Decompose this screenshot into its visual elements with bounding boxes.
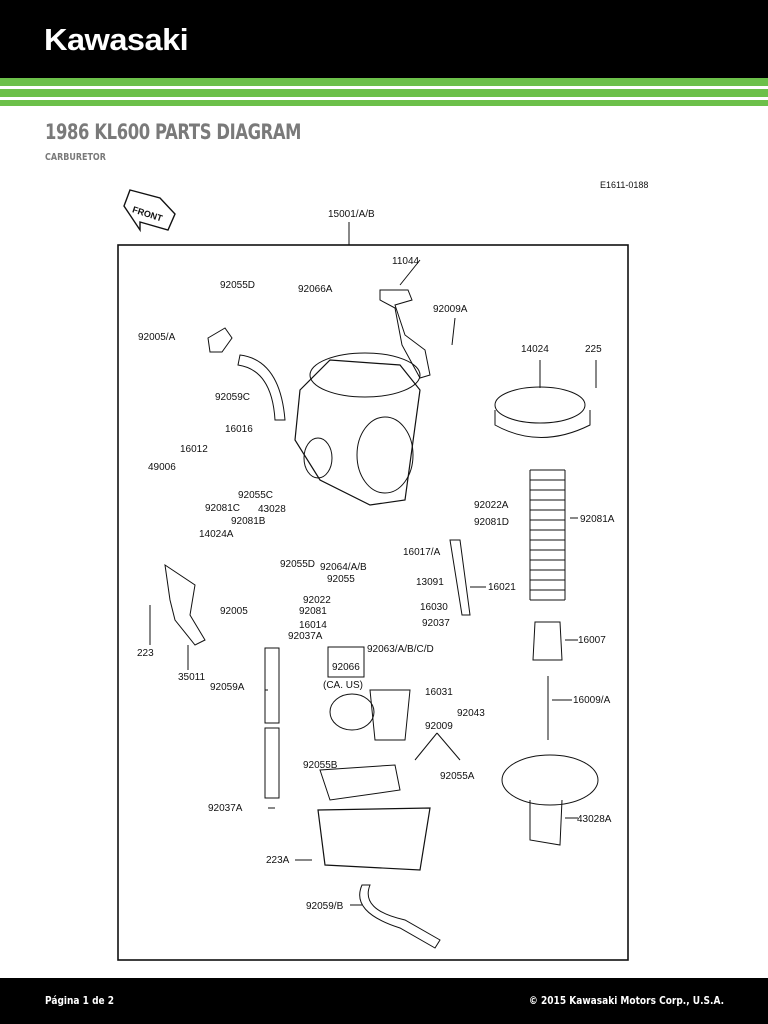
part-label: 92037A [208, 803, 243, 814]
part-label: 92055A [440, 771, 475, 782]
part-label: 92081A [580, 514, 615, 525]
part-label: 92059A [210, 682, 245, 693]
part-label: 223 [137, 648, 154, 659]
part-label: 16031 [425, 687, 453, 698]
part-label: 92055 [327, 574, 355, 585]
part-label: 43028 [258, 504, 286, 515]
part-label: 92043 [457, 708, 485, 719]
part-label: 92055C [238, 490, 273, 501]
part-label: 92081C [205, 503, 240, 514]
part-label: 16009/A [573, 695, 611, 706]
assembly-label: 15001/A/B [328, 209, 375, 220]
part-label: 92059C [215, 392, 250, 403]
header-bar: Kawasaki [0, 0, 768, 78]
part-label: 14024 [521, 344, 549, 355]
part-label: (CA. US) [323, 680, 363, 691]
part-label: 16016 [225, 424, 253, 435]
copyright: © 2015 Kawasaki Motors Corp., U.S.A. [528, 994, 724, 1007]
part-label: 13091 [416, 577, 444, 588]
part-label: 16007 [578, 635, 606, 646]
part-label: 16017/A [403, 547, 441, 558]
part-label: 92066A [298, 284, 333, 295]
parts-diagram: E1611-0188 FRONT 15001/A/B 11044 92055D … [117, 180, 648, 961]
part-label: 92005/A [138, 332, 176, 343]
part-label: 49006 [148, 462, 176, 473]
diagram-code: E1611-0188 [600, 180, 648, 190]
part-label: 16012 [180, 444, 208, 455]
part-label: 92055B [303, 760, 338, 771]
part-label: 92022A [474, 500, 509, 511]
part-label: 92037 [422, 618, 450, 629]
front-label: FRONT [131, 204, 164, 223]
part-label: 92055D [280, 559, 315, 570]
brand-stripes [0, 78, 768, 108]
part-label: 92066 [332, 662, 360, 673]
part-label: 223A [266, 855, 290, 866]
part-label: 225 [585, 344, 602, 355]
part-label: 92059/B [306, 901, 344, 912]
page-title: 1986 KL600 PARTS DIAGRAM [45, 120, 302, 144]
part-label: 16014 [299, 620, 327, 631]
part-label: 16021 [488, 582, 516, 593]
part-label: 92037A [288, 631, 323, 642]
part-label: 92081 [299, 606, 327, 617]
part-label: 92005 [220, 606, 248, 617]
part-label: 16030 [420, 602, 448, 613]
part-label: 35011 [178, 672, 206, 683]
footer-bar: Página 1 de 2 © 2015 Kawasaki Motors Cor… [0, 978, 768, 1024]
part-label: 43028A [577, 814, 612, 825]
part-label: 92022 [303, 595, 331, 606]
part-label: 92081D [474, 517, 509, 528]
part-label: 92081B [231, 516, 266, 527]
part-label: 92063/A/B/C/D [367, 644, 434, 655]
part-label: 14024A [199, 529, 234, 540]
part-label: 11044 [392, 256, 420, 267]
brand-logo: Kawasaki [44, 22, 189, 57]
part-label: 92009 [425, 721, 453, 732]
page-number: Página 1 de 2 [45, 994, 115, 1007]
part-label: 92064/A/B [320, 562, 367, 573]
part-label: 92055D [220, 280, 255, 291]
page-subtitle: CARBURETOR [45, 152, 106, 163]
part-label: 92009A [433, 304, 468, 315]
